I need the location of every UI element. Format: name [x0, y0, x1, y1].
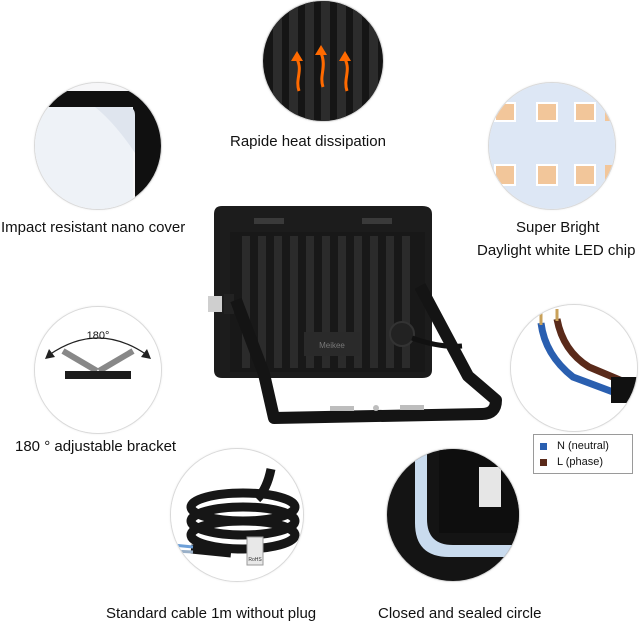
seal-circle [386, 448, 520, 582]
legend-item-neutral: N (neutral) [540, 438, 626, 454]
led-chip-caption-line1: Super Bright [516, 219, 600, 236]
led-chip-circle [488, 82, 616, 210]
bracket-circle: 180° [34, 306, 162, 434]
phase-swatch [540, 458, 547, 466]
bracket-angle-label: 180° [87, 330, 110, 342]
heat-dissipation-circle [262, 0, 384, 122]
cable-image: RoHS [171, 449, 303, 581]
heat-arrows-icon [295, 52, 349, 92]
legend-label-phase: L (phase) [557, 456, 604, 468]
wire-legend: N (neutral) L (phase) [533, 434, 633, 474]
neutral-swatch [540, 442, 547, 450]
product-label-text: Meikee [319, 341, 345, 350]
wires-image [511, 305, 637, 431]
cable-circle: RoHS [170, 448, 304, 582]
led-chip-image [489, 83, 615, 209]
seal-image [387, 449, 519, 581]
wires-circle [510, 304, 638, 432]
floodlight-product-image: Meikee [200, 200, 510, 440]
heat-dissipation-caption: Rapide heat dissipation [230, 133, 386, 150]
bracket-image: 180° [35, 307, 161, 433]
legend-label-neutral: N (neutral) [557, 440, 609, 452]
seal-caption: Closed and sealed circle [378, 605, 542, 622]
cable-tag-text: RoHS [248, 557, 262, 563]
legend-item-phase: L (phase) [540, 454, 626, 470]
nano-cover-circle [34, 82, 162, 210]
heatsink-fins-image [263, 1, 383, 121]
nano-cover-caption: Impact resistant nano cover [1, 219, 186, 236]
cable-caption: Standard cable 1m without plug [106, 605, 317, 622]
led-chip-caption-line2: Daylight white LED chip [477, 242, 636, 259]
bracket-caption: 180 ° adjustable bracket [15, 438, 177, 455]
nano-cover-image [35, 83, 161, 209]
